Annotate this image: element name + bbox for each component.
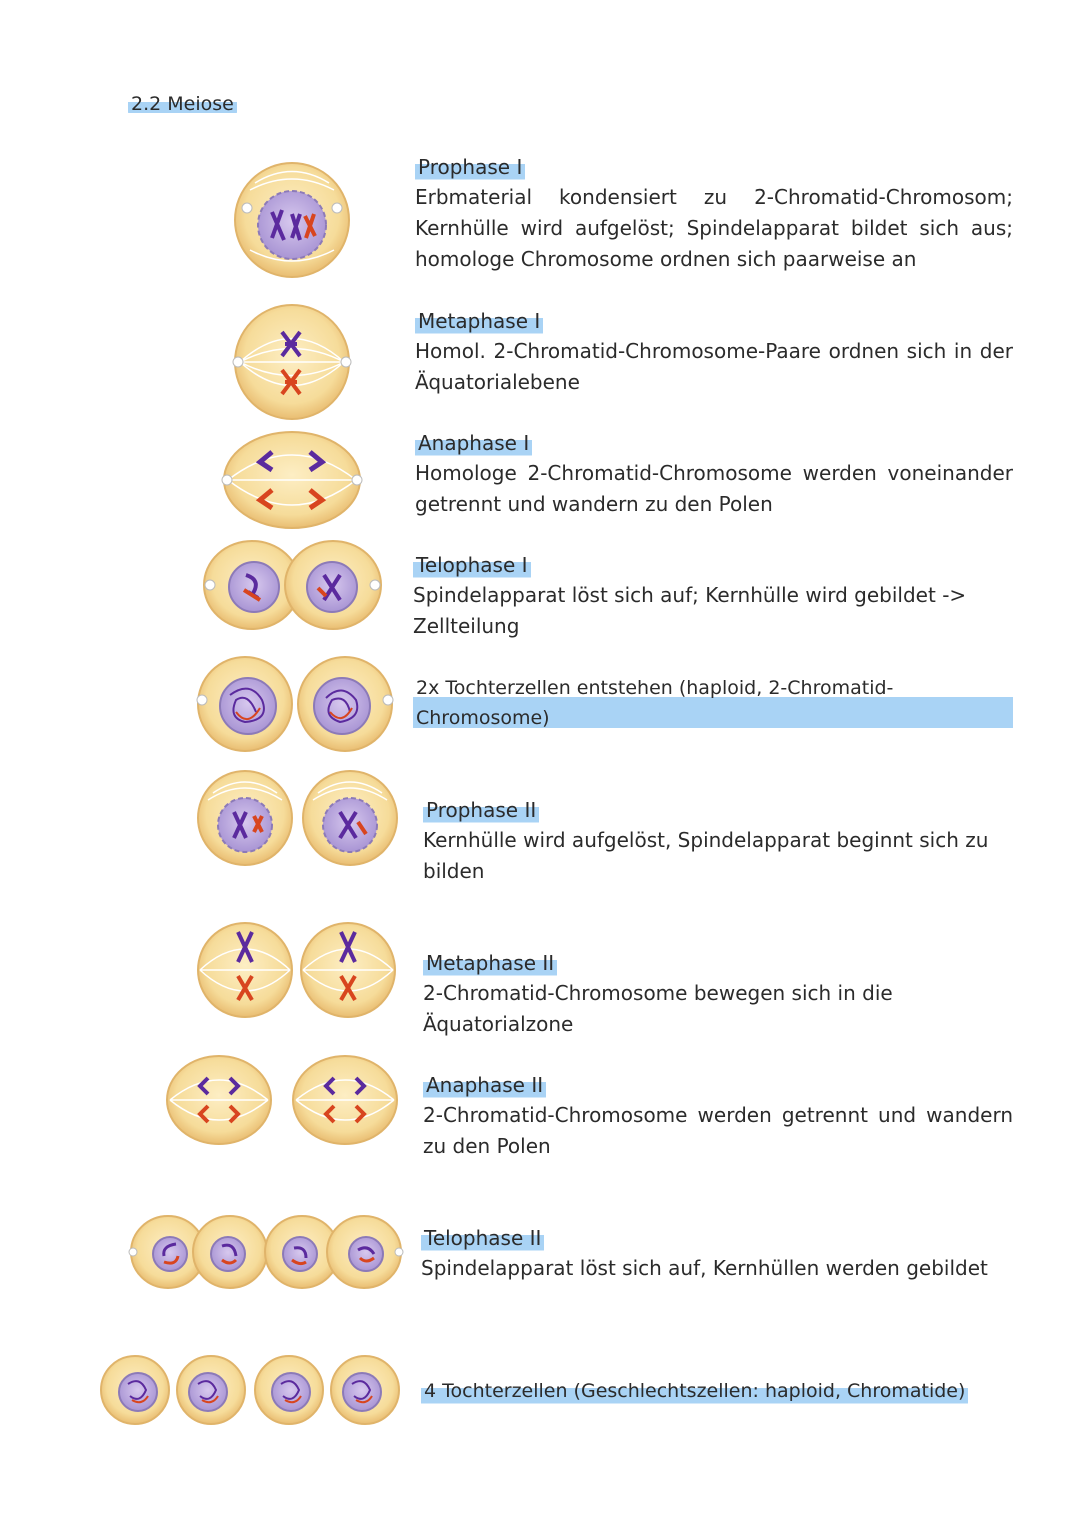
stage-heading: Metaphase II [423, 948, 558, 978]
stage-heading: Anaphase II [423, 1070, 547, 1100]
stage-description: Spindelapparat löst sich auf, Kernhüllen… [421, 1256, 988, 1280]
anaphase-1-cell-illustration [221, 431, 363, 529]
stage-metaphase-1: Metaphase I Homol. 2-Chromatid-Chromosom… [415, 306, 1013, 398]
telophase-1-cell-illustration [203, 540, 382, 630]
stage-telophase-2: Telophase II Spindelapparat löst sich au… [421, 1223, 1013, 1284]
stage-heading: Metaphase I [415, 306, 544, 336]
stage-description: 2-Chromatid-Chromosome bewegen sich in d… [423, 981, 893, 1036]
stage-telophase-1: Telophase I Spindelapparat löst sich auf… [413, 550, 1013, 642]
stage-heading: Telophase II [421, 1223, 545, 1253]
stage-note: 2x Tochterzellen entstehen (haploid, 2-C… [413, 673, 1013, 733]
stage-description: 2-Chromatid-Chromosome werden getrennt u… [423, 1103, 1013, 1158]
stage-anaphase-2: Anaphase II 2-Chromatid-Chromosome werde… [423, 1070, 1013, 1162]
four-daughter-cells-illustration [100, 1355, 400, 1425]
two-daughter-cells-illustration [196, 656, 394, 752]
stage-heading: Prophase II [423, 795, 540, 825]
stage-note: 4 Tochterzellen (Geschlechtszellen: hapl… [421, 1376, 969, 1406]
prophase-2-cells-illustration [197, 770, 398, 866]
stage-daughter-cells-4: 4 Tochterzellen (Geschlechtszellen: hapl… [421, 1376, 1013, 1406]
stage-description: Homol. 2-Chromatid-Chromosome-Paare ordn… [415, 339, 1013, 394]
metaphase-1-cell-illustration [232, 304, 352, 420]
stage-description: Homologe 2-Chromatid-Chromosome werden v… [415, 461, 1013, 516]
telophase-2-cells-illustration [128, 1215, 404, 1289]
stage-prophase-1: Prophase I Erbmaterial kondensiert zu 2-… [415, 152, 1013, 275]
stage-description: Spindelapparat löst sich auf; Kernhülle … [413, 583, 967, 638]
stage-metaphase-2: Metaphase II 2-Chromatid-Chromosome bewe… [423, 948, 1013, 1040]
stage-anaphase-1: Anaphase I Homologe 2-Chromatid-Chromoso… [415, 428, 1013, 520]
page-title-text: 2.2 Meiose [128, 93, 237, 115]
stage-description: Kernhülle wird aufgelöst, Spindelapparat… [423, 828, 989, 883]
stage-heading: Prophase I [415, 152, 526, 182]
prophase-1-cell-illustration [234, 162, 350, 278]
anaphase-2-cells-illustration [166, 1055, 398, 1145]
stage-heading: Telophase I [413, 550, 531, 580]
stage-daughter-cells-2: 2x Tochterzellen entstehen (haploid, 2-C… [413, 673, 1013, 733]
metaphase-2-cells-illustration [197, 922, 396, 1018]
stage-prophase-2: Prophase II Kernhülle wird aufgelöst, Sp… [423, 795, 1013, 887]
stage-heading: Anaphase I [415, 428, 533, 458]
page-title: 2.2 Meiose [128, 93, 237, 115]
stage-description: Erbmaterial kondensiert zu 2-Chromatid-C… [415, 185, 1013, 271]
